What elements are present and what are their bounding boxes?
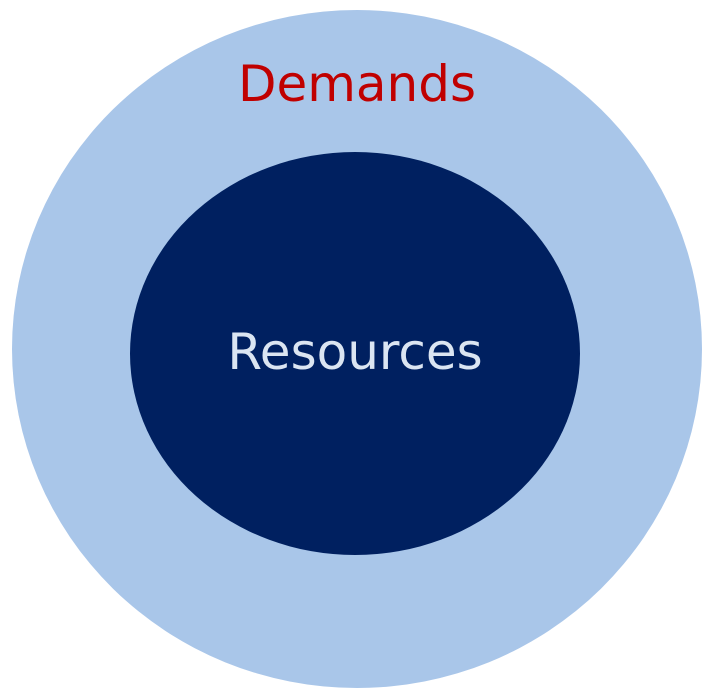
resources-label: Resources xyxy=(227,323,483,381)
resources-circle: Resources xyxy=(130,152,580,555)
demands-label: Demands xyxy=(237,55,477,113)
